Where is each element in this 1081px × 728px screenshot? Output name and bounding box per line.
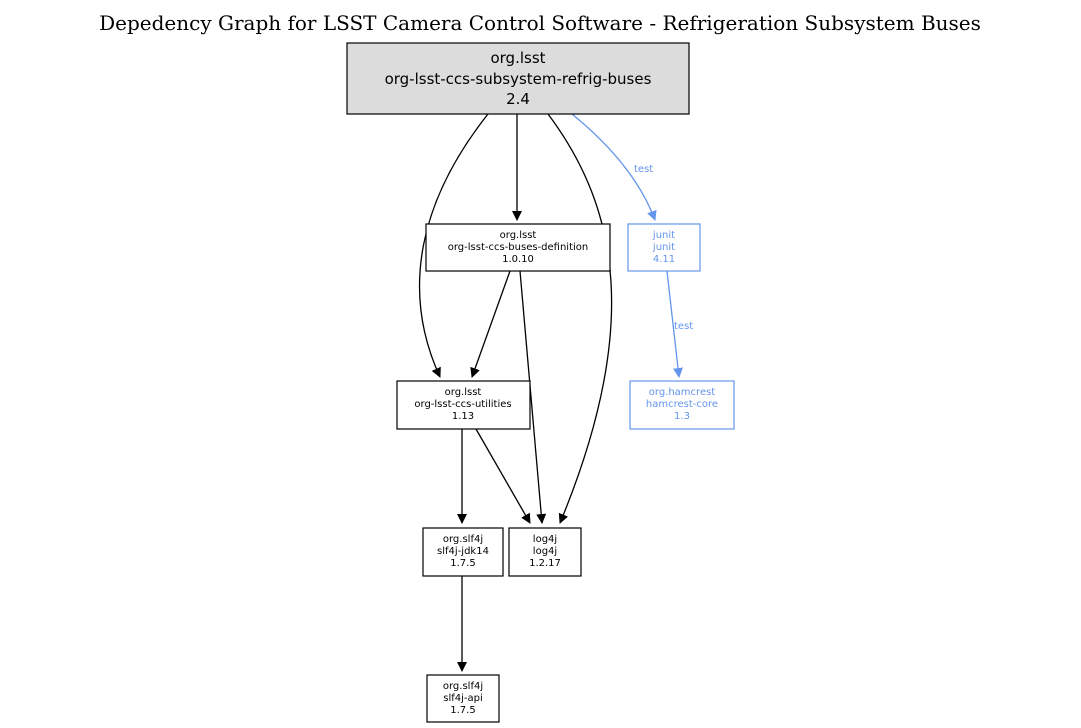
node-hamcrest[interactable]: org.hamcrest hamcrest-core 1.3 [629,380,735,430]
node-slf4j-jdk14[interactable]: org.slf4j slf4j-jdk14 1.7.5 [422,527,504,577]
edge-root-junit-test [571,113,657,221]
node-group: org.slf4j [443,534,483,545]
node-version: 2.4 [506,90,530,108]
node-group: log4j [533,534,557,545]
node-junit[interactable]: junit junit 4.11 [627,223,701,272]
node-group: org.lsst [445,387,482,398]
node-version: 4.11 [653,254,675,265]
edge-buses-def-utilities [470,270,511,378]
edge-label-test: test [634,164,653,175]
node-utilities[interactable]: org.lsst org-lsst-ccs-utilities 1.13 [396,380,531,430]
node-artifact: junit [652,242,675,253]
graph-title: Depedency Graph for LSST Camera Control … [99,11,981,35]
node-version: 1.0.10 [502,254,534,265]
node-version: 1.2.17 [529,558,561,569]
node-slf4j-api[interactable]: org.slf4j slf4j-api 1.7.5 [426,674,500,723]
node-group: org.hamcrest [649,387,716,398]
node-artifact: log4j [533,546,557,557]
node-artifact: slf4j-jdk14 [437,546,489,557]
node-artifact: hamcrest-core [646,399,718,410]
edges: test test [418,113,693,672]
node-version: 1.7.5 [450,705,475,716]
edge-utilities-log4j [475,428,531,524]
node-buses-definition[interactable]: org.lsst org-lsst-ccs-buses-definition 1… [425,223,611,272]
edge-label-test: test [674,321,693,332]
node-version: 1.3 [674,411,690,422]
edge-root-log4j [547,113,613,524]
node-artifact: slf4j-api [443,693,483,704]
node-root[interactable]: org.lsst org-lsst-ccs-subsystem-refrig-b… [346,42,690,115]
edge-junit-hamcrest-test [666,270,683,378]
node-group: org.slf4j [443,681,483,692]
node-group: junit [652,230,675,241]
node-artifact: org-lsst-ccs-utilities [414,399,511,410]
node-artifact: org-lsst-ccs-subsystem-refrig-buses [385,70,652,88]
node-version: 1.7.5 [450,558,475,569]
node-group: org.lsst [490,49,545,67]
node-group: org.lsst [500,230,537,241]
node-version: 1.13 [452,411,474,422]
edge-buses-def-log4j [519,270,547,524]
edge-root-utilities [418,113,489,378]
node-artifact: org-lsst-ccs-buses-definition [448,242,589,253]
node-log4j[interactable]: log4j log4j 1.2.17 [508,527,582,577]
